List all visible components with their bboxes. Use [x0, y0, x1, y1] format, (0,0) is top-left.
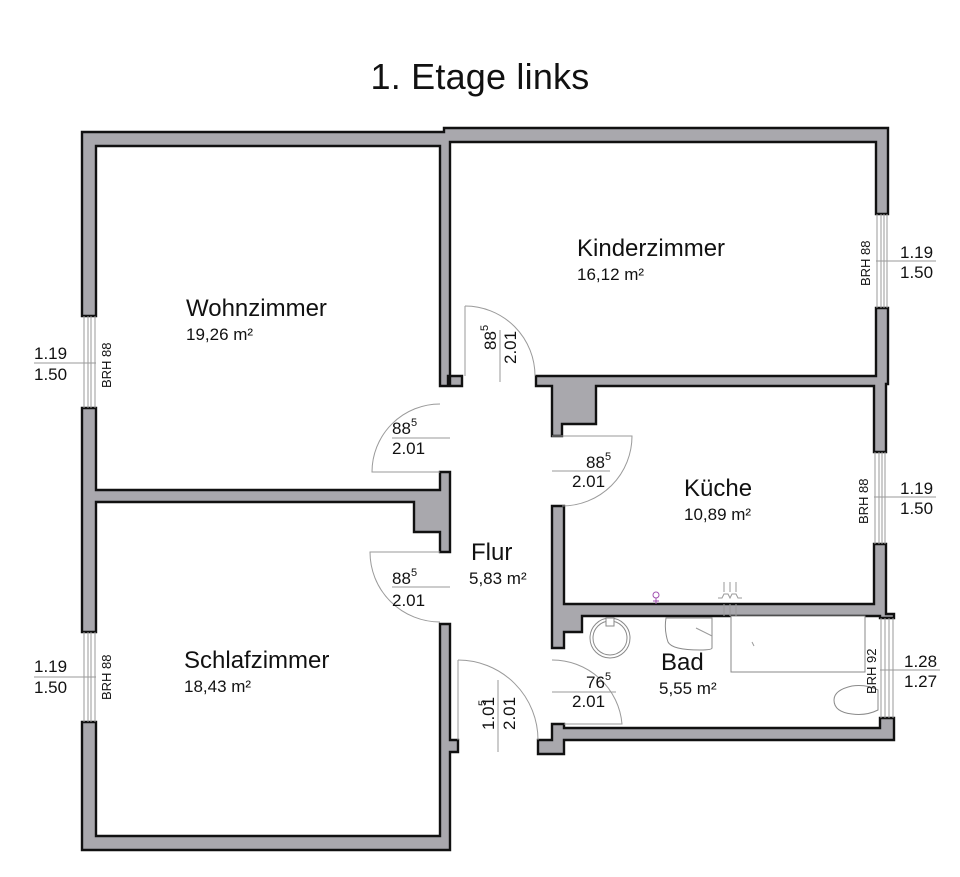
door-width-sup: 5: [479, 325, 491, 331]
room-area: 5,55 m²: [659, 679, 717, 698]
toilet-icon: [664, 617, 713, 651]
room-name: Küche: [684, 475, 752, 502]
window-width: 1.28: [904, 652, 937, 671]
door-width-sup: 5: [411, 417, 417, 429]
window-label-bad: 1.28 1.27 BRH 92: [864, 648, 937, 694]
door-width: 1.01: [479, 697, 498, 730]
wall-bad-bottom: [536, 716, 896, 756]
room-bad: Bad 5,55 m²: [659, 649, 717, 698]
room-flur: Flur 5,83 m²: [469, 539, 527, 588]
door-bad: [551, 659, 623, 725]
window-height: 1.50: [34, 678, 67, 697]
window-height: 1.27: [904, 672, 937, 691]
window-label-schlafzimmer: 1.19 1.50 BRH 88: [34, 654, 114, 700]
room-name: Wohnzimmer: [186, 295, 327, 322]
door-wohnzimmer: [371, 403, 450, 473]
window-sill-height: BRH 88: [858, 240, 873, 286]
window-height: 1.50: [900, 263, 933, 282]
wall-left-bottom: [80, 622, 460, 852]
washing-machine-icon: [833, 685, 879, 715]
room-kinderzimmer: Kinderzimmer 16,12 m²: [577, 235, 725, 284]
radiator-icon: [718, 582, 742, 616]
window-sill-height: BRH 92: [864, 648, 879, 694]
window-sill-height: BRH 88: [99, 342, 114, 388]
door-eingang: [457, 659, 539, 752]
room-kueche: Küche 10,89 m²: [684, 475, 752, 524]
walls: [80, 126, 896, 852]
window-sill-height: BRH 88: [856, 478, 871, 524]
door-height: 2.01: [500, 697, 519, 730]
window-width: 1.19: [900, 479, 933, 498]
window-height: 1.50: [900, 499, 933, 518]
wall-kinder-kueche: [534, 306, 890, 454]
bathroom-fixtures: [589, 582, 879, 715]
window-wohnzimmer: [34, 316, 96, 408]
window-label-wohnzimmer: 1.19 1.50 BRH 88: [34, 342, 114, 388]
door-height: 2.01: [572, 692, 605, 711]
door-kueche: [552, 435, 633, 507]
door-label-kueche: 88 5 2.01: [572, 451, 611, 491]
door-width-sup: 5: [605, 451, 611, 463]
window-label-kueche: 1.19 1.50 BRH 88: [856, 478, 933, 524]
door-height: 2.01: [501, 331, 520, 364]
room-area: 5,83 m²: [469, 569, 527, 588]
window-bad: [880, 618, 940, 718]
window-kinderzimmer: [876, 214, 936, 308]
room-wohnzimmer: Wohnzimmer 19,26 m²: [186, 295, 327, 344]
door-schlafzimmer: [369, 551, 450, 623]
room-name: Kinderzimmer: [577, 235, 725, 262]
window-width: 1.19: [34, 344, 67, 363]
socket-icon: [652, 591, 660, 604]
door-label-schlafzimmer: 88 5 2.01: [392, 567, 425, 610]
door-width: 88: [586, 453, 605, 472]
door-width-sup: 5: [605, 671, 611, 683]
wall-top-left: [80, 126, 890, 388]
window-width: 1.19: [34, 657, 67, 676]
room-schlafzimmer: Schlafzimmer 18,43 m²: [184, 647, 329, 696]
window-label-kinderzimmer: 1.19 1.50 BRH 88: [858, 240, 933, 286]
bathtub-icon: [730, 615, 866, 673]
door-width: 88: [392, 569, 411, 588]
room-area: 16,12 m²: [577, 265, 644, 284]
door-label-kinderzimmer: 88 5 2.01: [479, 325, 520, 364]
door-width-sup: 5: [411, 567, 417, 579]
door-kinderzimmer: [464, 305, 536, 382]
window-height: 1.50: [34, 365, 67, 384]
window-kueche: [874, 452, 936, 544]
floor-title: 1. Etage links: [370, 56, 590, 97]
room-area: 10,89 m²: [684, 505, 751, 524]
door-label-wohnzimmer: 88 5 2.01: [392, 417, 425, 458]
room-name: Bad: [661, 649, 704, 676]
room-name: Flur: [471, 539, 512, 566]
window-width: 1.19: [900, 243, 933, 262]
door-height: 2.01: [572, 472, 605, 491]
door-width: 88: [392, 419, 411, 438]
door-width: 88: [481, 331, 500, 350]
door-width: 76: [586, 673, 605, 692]
window-sill-height: BRH 88: [99, 654, 114, 700]
door-height: 2.01: [392, 591, 425, 610]
wall-kueche-bad: [550, 504, 896, 650]
door-label-eingang: 1.01 5 2.01: [477, 697, 519, 730]
room-area: 18,43 m²: [184, 677, 251, 696]
door-height: 2.01: [392, 439, 425, 458]
door-width-sup: 5: [477, 700, 489, 706]
room-name: Schlafzimmer: [184, 647, 329, 674]
room-area: 19,26 m²: [186, 325, 253, 344]
window-schlafzimmer: [34, 632, 96, 722]
door-label-bad: 76 5 2.01: [572, 671, 611, 711]
